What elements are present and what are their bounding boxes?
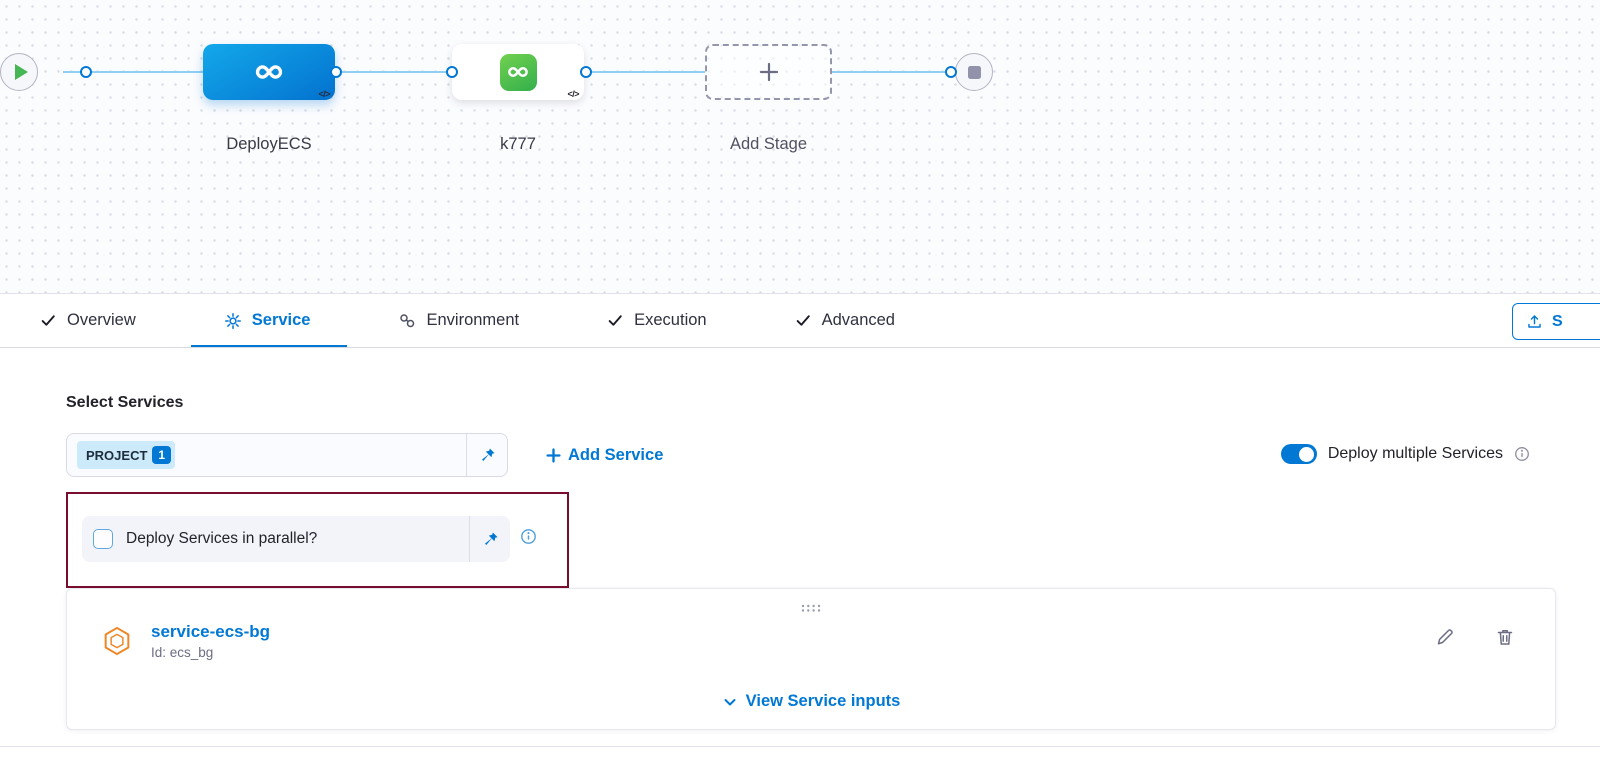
edge-k777-addstage <box>584 71 705 73</box>
service-card: service-ecs-bg Id: ecs_bg <box>66 588 1556 730</box>
tab-service[interactable]: Service <box>190 294 348 347</box>
parallel-checkbox-label: Deploy Services in parallel? <box>126 530 318 547</box>
delete-service-button[interactable] <box>1495 627 1515 647</box>
edit-service-button[interactable] <box>1435 627 1455 647</box>
service-name-link[interactable]: service-ecs-bg <box>151 622 271 641</box>
stage-label-addstage: Add Stage <box>729 135 808 153</box>
save-button[interactable]: S <box>1512 303 1600 340</box>
check-icon <box>796 315 810 326</box>
service-texts: service-ecs-bg Id: ecs_bg <box>151 622 270 660</box>
service-row: service-ecs-bg Id: ecs_bg <box>101 622 270 660</box>
tab-label: Overview <box>67 311 136 329</box>
stage-tabbar: Overview Service Environment Execution <box>0 293 1600 348</box>
drag-handle[interactable] <box>800 600 822 618</box>
divider <box>466 434 467 476</box>
pin-icon <box>484 531 498 545</box>
project-chip-count: 1 <box>152 446 172 464</box>
parallel-checkbox[interactable] <box>93 529 113 549</box>
pin-parallel-button[interactable] <box>470 516 510 562</box>
environment-icon <box>400 313 415 327</box>
tab-overview[interactable]: Overview <box>40 294 136 347</box>
stage-label-deployecs: DeployECS <box>226 135 312 153</box>
stage-label-k777: k777 <box>500 135 536 153</box>
info-icon[interactable] <box>520 528 537 545</box>
save-button-label: S <box>1552 312 1563 330</box>
connector-dot <box>580 66 592 78</box>
code-badge: </> <box>567 89 579 99</box>
service-hexagon-icon <box>104 626 130 656</box>
play-icon <box>14 64 28 80</box>
plus-icon <box>759 62 778 82</box>
check-icon <box>608 315 622 326</box>
connector-dot <box>80 66 92 78</box>
service-card-actions <box>1435 627 1515 647</box>
deploy-multiple-toggle[interactable] <box>1280 444 1317 464</box>
edge-start-deployecs <box>63 71 203 73</box>
parallel-option-row: Deploy Services in parallel? <box>82 516 510 562</box>
plus-icon <box>546 447 561 463</box>
tab-advanced[interactable]: Advanced <box>795 294 895 347</box>
add-service-button[interactable]: Add Service <box>546 446 663 465</box>
pipeline-canvas: </> </> DeployECS k777 Add Stage <box>0 0 1600 293</box>
tab-label: Environment <box>426 311 520 329</box>
edge-deployecs-k777 <box>335 71 452 73</box>
pin-services-button[interactable] <box>467 434 507 476</box>
project-chip[interactable]: PROJECT 1 <box>77 441 176 469</box>
info-icon[interactable] <box>1514 446 1530 462</box>
parallel-option-highlight: Deploy Services in parallel? <box>66 492 569 588</box>
gear-icon <box>224 312 241 329</box>
tab-environment[interactable]: Environment <box>398 294 519 347</box>
deploy-multiple-label: Deploy multiple Services <box>1327 445 1503 462</box>
pipeline-start-node[interactable] <box>0 53 38 91</box>
upload-icon <box>1528 315 1541 328</box>
services-row: PROJECT 1 Add Service <box>66 433 663 477</box>
add-service-label: Add Service <box>568 445 664 464</box>
harness-logo-icon <box>255 65 283 79</box>
toggle-knob <box>1299 446 1315 462</box>
project-chip-label: PROJECT <box>86 447 148 463</box>
divider <box>469 516 470 562</box>
pipeline-end-node[interactable] <box>955 53 993 91</box>
tab-label: Advanced <box>821 311 895 329</box>
trash-icon <box>1497 630 1513 645</box>
stop-icon <box>967 65 981 79</box>
deploy-multiple-group: Deploy multiple Services <box>1280 444 1530 464</box>
services-multiselect[interactable]: PROJECT 1 <box>66 433 508 477</box>
drag-dots-icon <box>801 604 821 612</box>
select-services-label: Select Services <box>66 394 184 411</box>
tab-label: Execution <box>634 311 707 329</box>
service-tab-panel: Select Services PROJECT 1 Add Service <box>0 348 1600 747</box>
tab-execution[interactable]: Execution <box>607 294 707 347</box>
service-id: Id: ecs_bg <box>151 645 214 660</box>
add-stage-button[interactable] <box>705 44 832 100</box>
view-service-inputs-label: View Service inputs <box>745 692 901 710</box>
tab-label: Service <box>251 311 311 329</box>
harness-logo-icon <box>508 66 528 78</box>
edge-addstage-end <box>832 71 955 73</box>
stage-node-k777[interactable]: </> <box>452 44 584 100</box>
chevron-down-icon <box>724 698 736 705</box>
view-service-inputs-link[interactable]: View Service inputs <box>67 692 1555 711</box>
pencil-icon <box>1437 629 1453 645</box>
stage-node-deployecs[interactable]: </> <box>203 44 335 100</box>
connector-dot <box>330 66 342 78</box>
check-icon <box>41 315 55 326</box>
pin-icon <box>481 447 495 461</box>
code-badge: </> <box>318 89 330 99</box>
harness-logo-green <box>499 53 537 91</box>
connector-dot <box>446 66 458 78</box>
connector-dot <box>945 66 957 78</box>
